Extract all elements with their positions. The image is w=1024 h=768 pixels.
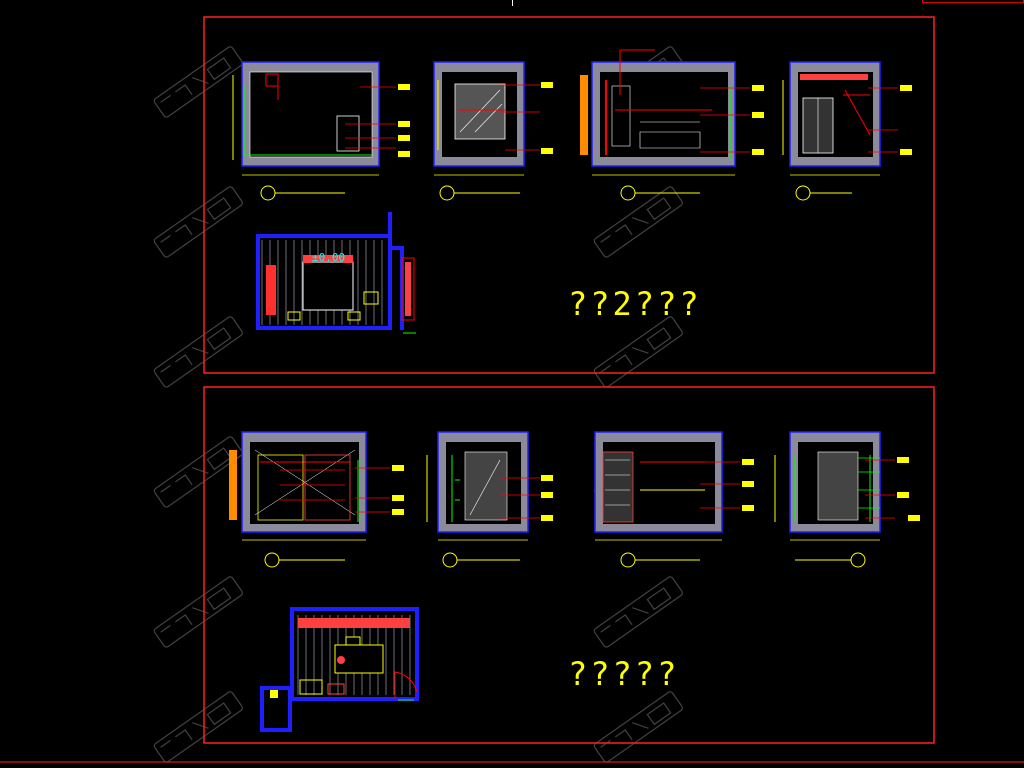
level-mark: ±0.00 (312, 251, 345, 264)
watermark-logo-icon (153, 576, 243, 648)
watermark-logo-icon (153, 186, 243, 258)
watermark-logo-icon (593, 576, 683, 648)
section-marker-icon (439, 185, 455, 201)
watermark-logo-icon (153, 46, 243, 118)
watermark-logo-icon (593, 186, 683, 258)
elevation-g[interactable] (594, 431, 754, 568)
floor-plan-1[interactable]: ±0.00 (256, 212, 416, 334)
section-marker-icon (620, 552, 636, 568)
sheet-1-frame[interactable] (203, 16, 935, 374)
cursor-tick (512, 0, 513, 6)
section-marker-icon (264, 552, 280, 568)
sheet-2-frame[interactable] (203, 386, 935, 744)
elevation-d[interactable] (782, 61, 912, 201)
elevation-f[interactable] (426, 431, 553, 568)
section-marker-icon (850, 552, 866, 568)
elevation-b[interactable] (433, 61, 553, 201)
section-marker-icon (795, 185, 811, 201)
sheet-2-title: ????? (568, 655, 680, 693)
door-swing-icon (394, 671, 418, 699)
section-marker-icon (260, 185, 276, 201)
elevation-c[interactable] (580, 49, 764, 201)
section-marker-icon (620, 185, 636, 201)
elevation-e[interactable] (229, 431, 404, 568)
watermark-logo-icon (593, 691, 683, 763)
elevation-a[interactable] (232, 61, 410, 201)
section-marker-icon (442, 552, 458, 568)
sheet-1-title: ??2??? (568, 285, 702, 323)
watermark-logo-icon (153, 316, 243, 388)
floor-plan-2[interactable] (260, 607, 419, 732)
elevation-h[interactable] (774, 431, 920, 568)
watermark-logo-icon (153, 691, 243, 763)
watermark-logo-icon (593, 316, 683, 388)
